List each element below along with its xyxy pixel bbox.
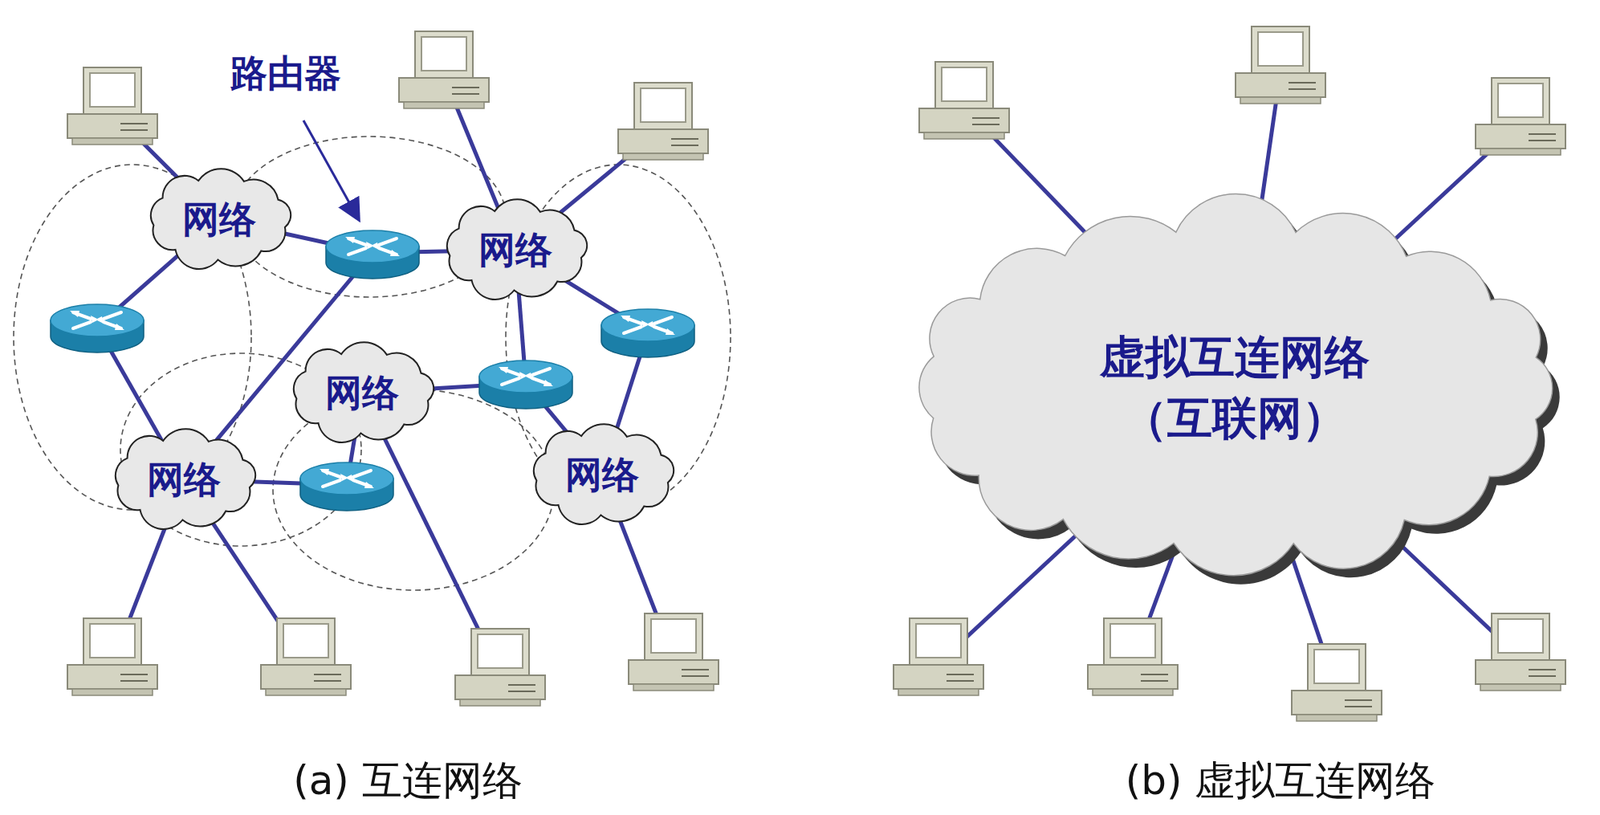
caption: (a) 互连网络	[293, 753, 523, 808]
internet-cloud: 虚拟互连网络（互联网）	[893, 195, 1576, 581]
network-boundary	[13, 136, 731, 591]
network-cloud: 网络	[433, 193, 599, 306]
cloud-shape	[893, 195, 1576, 581]
caption: (b) 虚拟互连网络	[1125, 753, 1437, 808]
network-name: 网络	[182, 194, 257, 245]
cloud-outline	[919, 194, 1553, 576]
router-label: 路由器	[230, 48, 342, 99]
cloud-outline	[533, 423, 673, 525]
link-line	[97, 76, 674, 674]
network-name: 网络	[565, 449, 640, 500]
cloud-outline	[114, 428, 255, 530]
network-cloud: 网络	[101, 423, 267, 536]
network-name: 网络	[325, 367, 399, 418]
network-name: （互联网）	[1122, 387, 1348, 449]
network-name: 网络	[146, 454, 221, 505]
network-cloud: 网络	[137, 162, 302, 276]
cloud-outline	[150, 168, 290, 269]
network-cloud: 网络	[520, 418, 685, 531]
network-cloud: 网络	[280, 336, 445, 449]
cloud-outline	[446, 199, 587, 300]
network-name: 虚拟互连网络	[1099, 326, 1370, 388]
network-name: 网络	[478, 224, 553, 275]
cloud-outline	[293, 341, 433, 443]
leader-arrow	[303, 120, 359, 219]
